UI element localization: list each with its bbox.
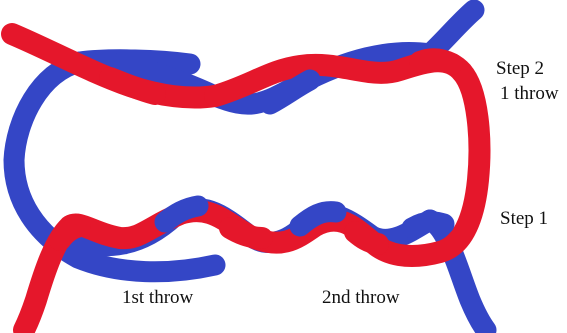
red-over-top-right-crossing: [420, 59, 452, 64]
step2-label-line2: 1 throw: [500, 83, 559, 104]
red-over-bottom-crossing-1: [230, 228, 262, 238]
first-throw-label: 1st throw: [122, 287, 194, 308]
second-throw-label: 2nd throw: [322, 287, 400, 308]
step1-label: Step 1: [500, 208, 548, 229]
red-over-bottom-left-crossing: [60, 226, 80, 240]
red-over-bottom-crossing-2: [355, 232, 378, 244]
blue-over-right-crossing: [412, 222, 444, 228]
step2-label-line1: Step 2: [496, 58, 544, 79]
